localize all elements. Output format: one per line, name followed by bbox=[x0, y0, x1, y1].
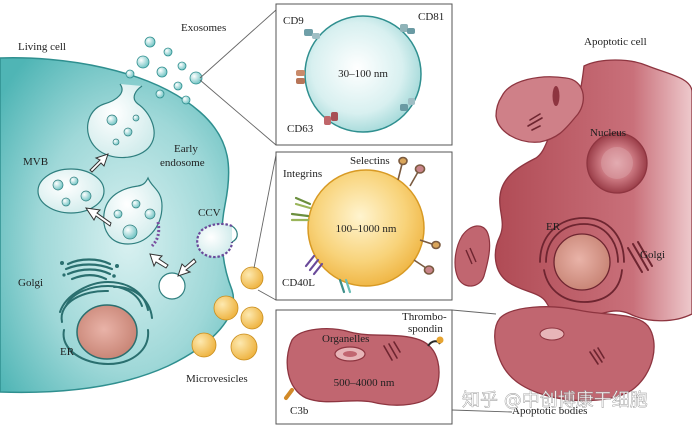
nucleus-left bbox=[76, 304, 138, 360]
early-endosome-label-2: endosome bbox=[160, 157, 205, 169]
cd40l-label: CD40L bbox=[282, 277, 315, 289]
cd81-label: CD81 bbox=[418, 11, 444, 23]
organelles-label: Organelles bbox=[322, 333, 369, 345]
apoptotic-body-detail bbox=[286, 328, 440, 406]
nucleus-right-small bbox=[553, 233, 611, 291]
thrombospondin-label-2: spondin bbox=[408, 323, 443, 335]
mvb-label: MVB bbox=[23, 156, 48, 168]
early-endosome bbox=[103, 176, 163, 245]
er-left bbox=[59, 280, 153, 366]
apoptotic-bodies-label: Apoptotic bodies bbox=[512, 405, 587, 417]
thrombospondin-marker bbox=[427, 336, 444, 347]
budding-vesicle bbox=[87, 83, 155, 159]
tetraspanin-marker bbox=[296, 70, 305, 84]
golgi-right bbox=[627, 241, 653, 273]
er-left-label: ER bbox=[60, 346, 75, 358]
released-microvesicles bbox=[191, 266, 264, 361]
microvesicle-detail bbox=[307, 169, 425, 287]
selectin-markers bbox=[397, 156, 441, 275]
golgi-left bbox=[64, 258, 114, 281]
watermark-text: 知乎 @中创博康干细胞 bbox=[462, 390, 648, 411]
integrin-markers bbox=[290, 196, 352, 294]
golgi-right-label: Golgi bbox=[640, 249, 665, 261]
exosomes-label: Exosomes bbox=[181, 22, 226, 34]
apoptotic-fragment-left bbox=[454, 225, 491, 287]
cd63-label: CD63 bbox=[287, 123, 314, 135]
cd63-marker bbox=[324, 112, 338, 125]
living-cell-label: Living cell bbox=[18, 41, 66, 53]
er-right bbox=[539, 217, 625, 303]
arrows bbox=[84, 153, 197, 277]
cd81b-marker bbox=[400, 98, 415, 111]
apoptotic-body-size-label: 500–4000 nm bbox=[334, 377, 395, 389]
cd9-marker bbox=[304, 29, 320, 39]
apoptotic-cell-body bbox=[494, 59, 692, 322]
cd40l-marker bbox=[304, 254, 324, 276]
cd9-label: CD9 bbox=[283, 15, 304, 27]
ccv-vesicle bbox=[196, 222, 234, 259]
released-exosomes bbox=[125, 36, 203, 105]
apoptotic-cell-label: Apoptotic cell bbox=[584, 36, 647, 48]
cd81-marker bbox=[400, 24, 415, 34]
small-vesicle bbox=[158, 272, 186, 300]
selectins-label: Selectins bbox=[350, 155, 390, 167]
apoptotic-fragment-bottom bbox=[494, 306, 655, 402]
exosome-size-label: 30–100 nm bbox=[338, 68, 388, 80]
microvesicle-size-label: 100–1000 nm bbox=[336, 223, 397, 235]
c3b-marker bbox=[284, 388, 294, 400]
early-endosome-label-1: Early bbox=[174, 143, 198, 155]
ccv-label: CCV bbox=[198, 207, 221, 219]
c3b-label: C3b bbox=[290, 405, 309, 417]
mvb-organelle bbox=[37, 168, 105, 214]
apoptotic-fragment-top bbox=[495, 76, 584, 143]
thrombospondin-label-1: Thrombo- bbox=[402, 311, 447, 323]
integrins-label: Integrins bbox=[283, 168, 322, 180]
microvesicles-label: Microvesicles bbox=[186, 373, 248, 385]
nucleus-label: Nucleus bbox=[590, 127, 626, 139]
connector-lines bbox=[199, 9, 513, 413]
er-right-label: ER bbox=[546, 221, 561, 233]
golgi-left-label: Golgi bbox=[18, 277, 43, 289]
